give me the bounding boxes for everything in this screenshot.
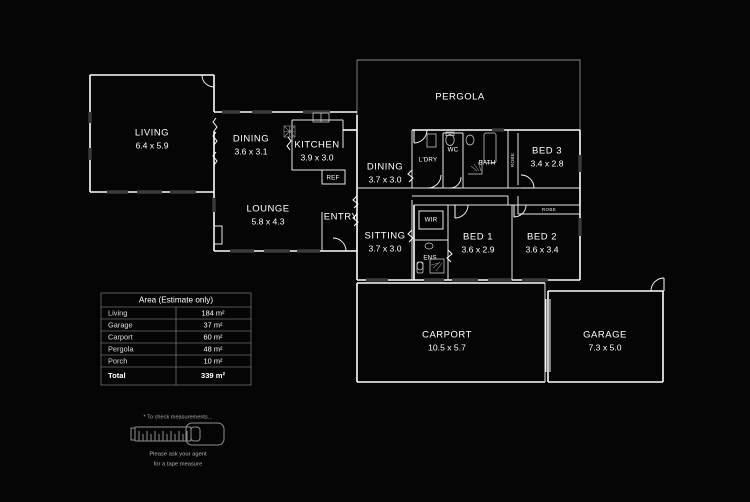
- room-dim-bed2: 3.6 x 3.4: [526, 244, 559, 254]
- robe-label-bed3: ROBE: [510, 153, 515, 167]
- disclaimer-line2: for a tape measure: [154, 462, 203, 468]
- room-label-dining2: DINING: [367, 162, 403, 173]
- room-label-wc: WC: [448, 147, 459, 154]
- area-row-value-carport: 60 m²: [204, 332, 223, 341]
- carport-walls: [356, 282, 546, 383]
- room-label-sitting: SITTING: [365, 231, 406, 242]
- room-dim-sitting: 3.7 x 3.0: [369, 243, 402, 253]
- pergola-outline: [356, 59, 581, 130]
- room-label-wir: WIR: [425, 217, 438, 224]
- room-label-dining1: DINING: [233, 134, 269, 145]
- tape-measure-icon: [130, 422, 225, 446]
- area-table-title: Area (Estimate only): [139, 296, 213, 305]
- area-row-value-garage: 37 m²: [204, 320, 223, 329]
- room-label-pergola: PERGOLA: [435, 92, 485, 103]
- room-dim-garage: 7.3 x 5.0: [589, 342, 622, 352]
- room-dim-dining1: 3.6 x 3.1: [235, 146, 268, 156]
- lounge-entry-walls: [212, 183, 359, 253]
- area-row-value-pergola: 48 m²: [204, 344, 223, 353]
- bedrooms-lower-walls: [413, 204, 580, 282]
- room-labels: LIVING 6.4 x 5.9 DINING 3.6 x 3.1 KITCHE…: [135, 92, 627, 353]
- tape-measure-note: * To check measurements...: [130, 414, 225, 468]
- area-row-label-living: Living: [108, 308, 127, 317]
- room-label-bed1: BED 1: [463, 232, 493, 243]
- room-dim-lounge: 5.8 x 4.3: [252, 216, 285, 226]
- room-dim-living: 6.4 x 5.9: [136, 140, 169, 150]
- room-dim-kitchen: 3.9 x 3.0: [301, 152, 334, 162]
- area-row-label-garage: Garage: [108, 320, 133, 329]
- room-dim-carport: 10.5 x 5.7: [428, 342, 466, 352]
- area-row-value-living: 184 m²: [201, 308, 225, 317]
- area-row-label-pergola: Pergola: [108, 344, 134, 353]
- area-row-value-total: 339 m²: [201, 371, 226, 380]
- room-label-bed3: BED 3: [532, 146, 562, 157]
- room-label-entry: ENTRY: [324, 212, 359, 223]
- robe-label-bed2: ROBE: [542, 207, 556, 212]
- room-label-bed2: BED 2: [527, 232, 557, 243]
- disclaimer-line1: Please ask your agent: [149, 452, 207, 458]
- area-row-label-porch: Porch: [108, 356, 127, 365]
- disclaimer-top: * To check measurements...: [144, 414, 213, 420]
- room-label-garage: GARAGE: [583, 330, 627, 341]
- room-label-ref: REF: [327, 175, 340, 182]
- room-dim-bed1: 3.6 x 2.9: [462, 244, 495, 254]
- room-dim-bed3: 3.4 x 2.8: [531, 158, 564, 168]
- room-label-lounge: LOUNGE: [246, 204, 289, 215]
- area-row-label-carport: Carport: [108, 332, 133, 341]
- garage-walls: [545, 277, 665, 383]
- room-label-kitchen: KITCHEN: [294, 140, 339, 151]
- room-label-carport: CARPORT: [422, 330, 472, 341]
- dining-kitchen-walls: [212, 110, 357, 185]
- living-room-walls: [88, 74, 218, 194]
- wet-area-walls: [411, 128, 519, 189]
- room-label-living: LIVING: [135, 128, 169, 139]
- area-row-value-porch: 10 m²: [204, 356, 223, 365]
- small-room-labels: L'DRY WC BATH WIR ENS REF: [327, 147, 496, 262]
- room-label-bath: BATH: [479, 160, 496, 167]
- area-table: Area (Estimate only) Living 184 m² Garag…: [100, 292, 252, 386]
- robe-labels: ROBE ROBE: [510, 153, 556, 212]
- room-label-ldry: L'DRY: [419, 157, 438, 164]
- room-label-ens: ENS: [423, 255, 436, 262]
- room-dim-dining2: 3.7 x 3.0: [369, 174, 402, 184]
- area-row-label-total: Total: [108, 371, 126, 380]
